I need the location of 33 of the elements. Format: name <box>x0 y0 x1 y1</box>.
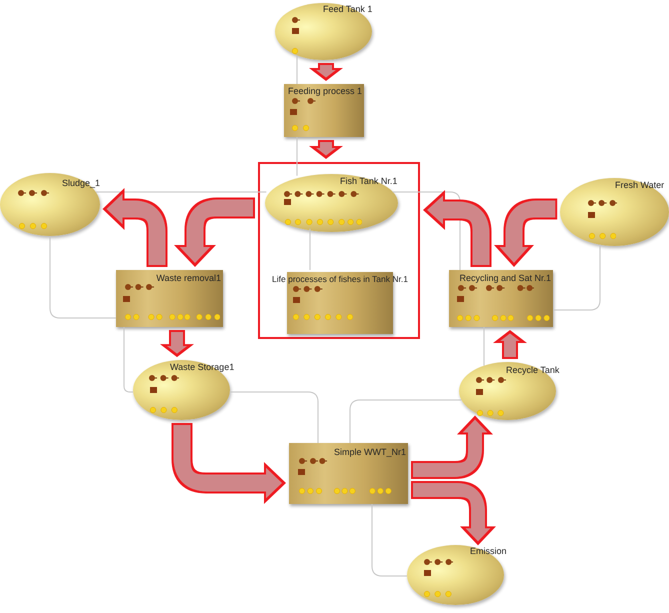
group-frame <box>258 162 420 339</box>
node-label: Fish Tank Nr.1 <box>340 176 398 186</box>
connector-line <box>296 136 298 176</box>
process-box <box>284 84 364 137</box>
process-box <box>289 443 408 504</box>
connector-line <box>552 244 600 310</box>
block-arrow <box>160 330 194 358</box>
tank-ellipse <box>275 3 372 60</box>
block-arrow <box>309 140 343 159</box>
tank-ellipse <box>0 173 100 236</box>
connector-line <box>296 54 298 84</box>
node-label: Life processes of fishes in Tank Nr.1 <box>272 275 408 285</box>
process-box <box>116 270 223 327</box>
node-label: Feeding process 1 <box>288 86 362 96</box>
block-arrow <box>411 416 493 479</box>
connector-line <box>372 504 408 576</box>
block-arrow <box>411 481 496 546</box>
block-arrow <box>102 188 168 267</box>
connector-line <box>50 236 116 318</box>
block-arrow <box>309 63 343 81</box>
block-arrow <box>494 198 558 267</box>
node-label: Simple WWT_Nr1 <box>334 447 406 458</box>
connector-line <box>124 326 134 392</box>
block-arrow <box>423 190 492 267</box>
tank-ellipse <box>407 545 504 605</box>
connector-line <box>229 392 318 444</box>
connector-line <box>350 400 462 444</box>
process-box <box>449 270 553 327</box>
node-label: Recycling and Sat Nr.1 <box>459 273 551 284</box>
node-label: Recycle Tank <box>506 365 560 376</box>
node-label: Waste removal1 <box>156 273 221 284</box>
block-arrow <box>174 198 255 267</box>
block-arrow <box>493 330 527 359</box>
